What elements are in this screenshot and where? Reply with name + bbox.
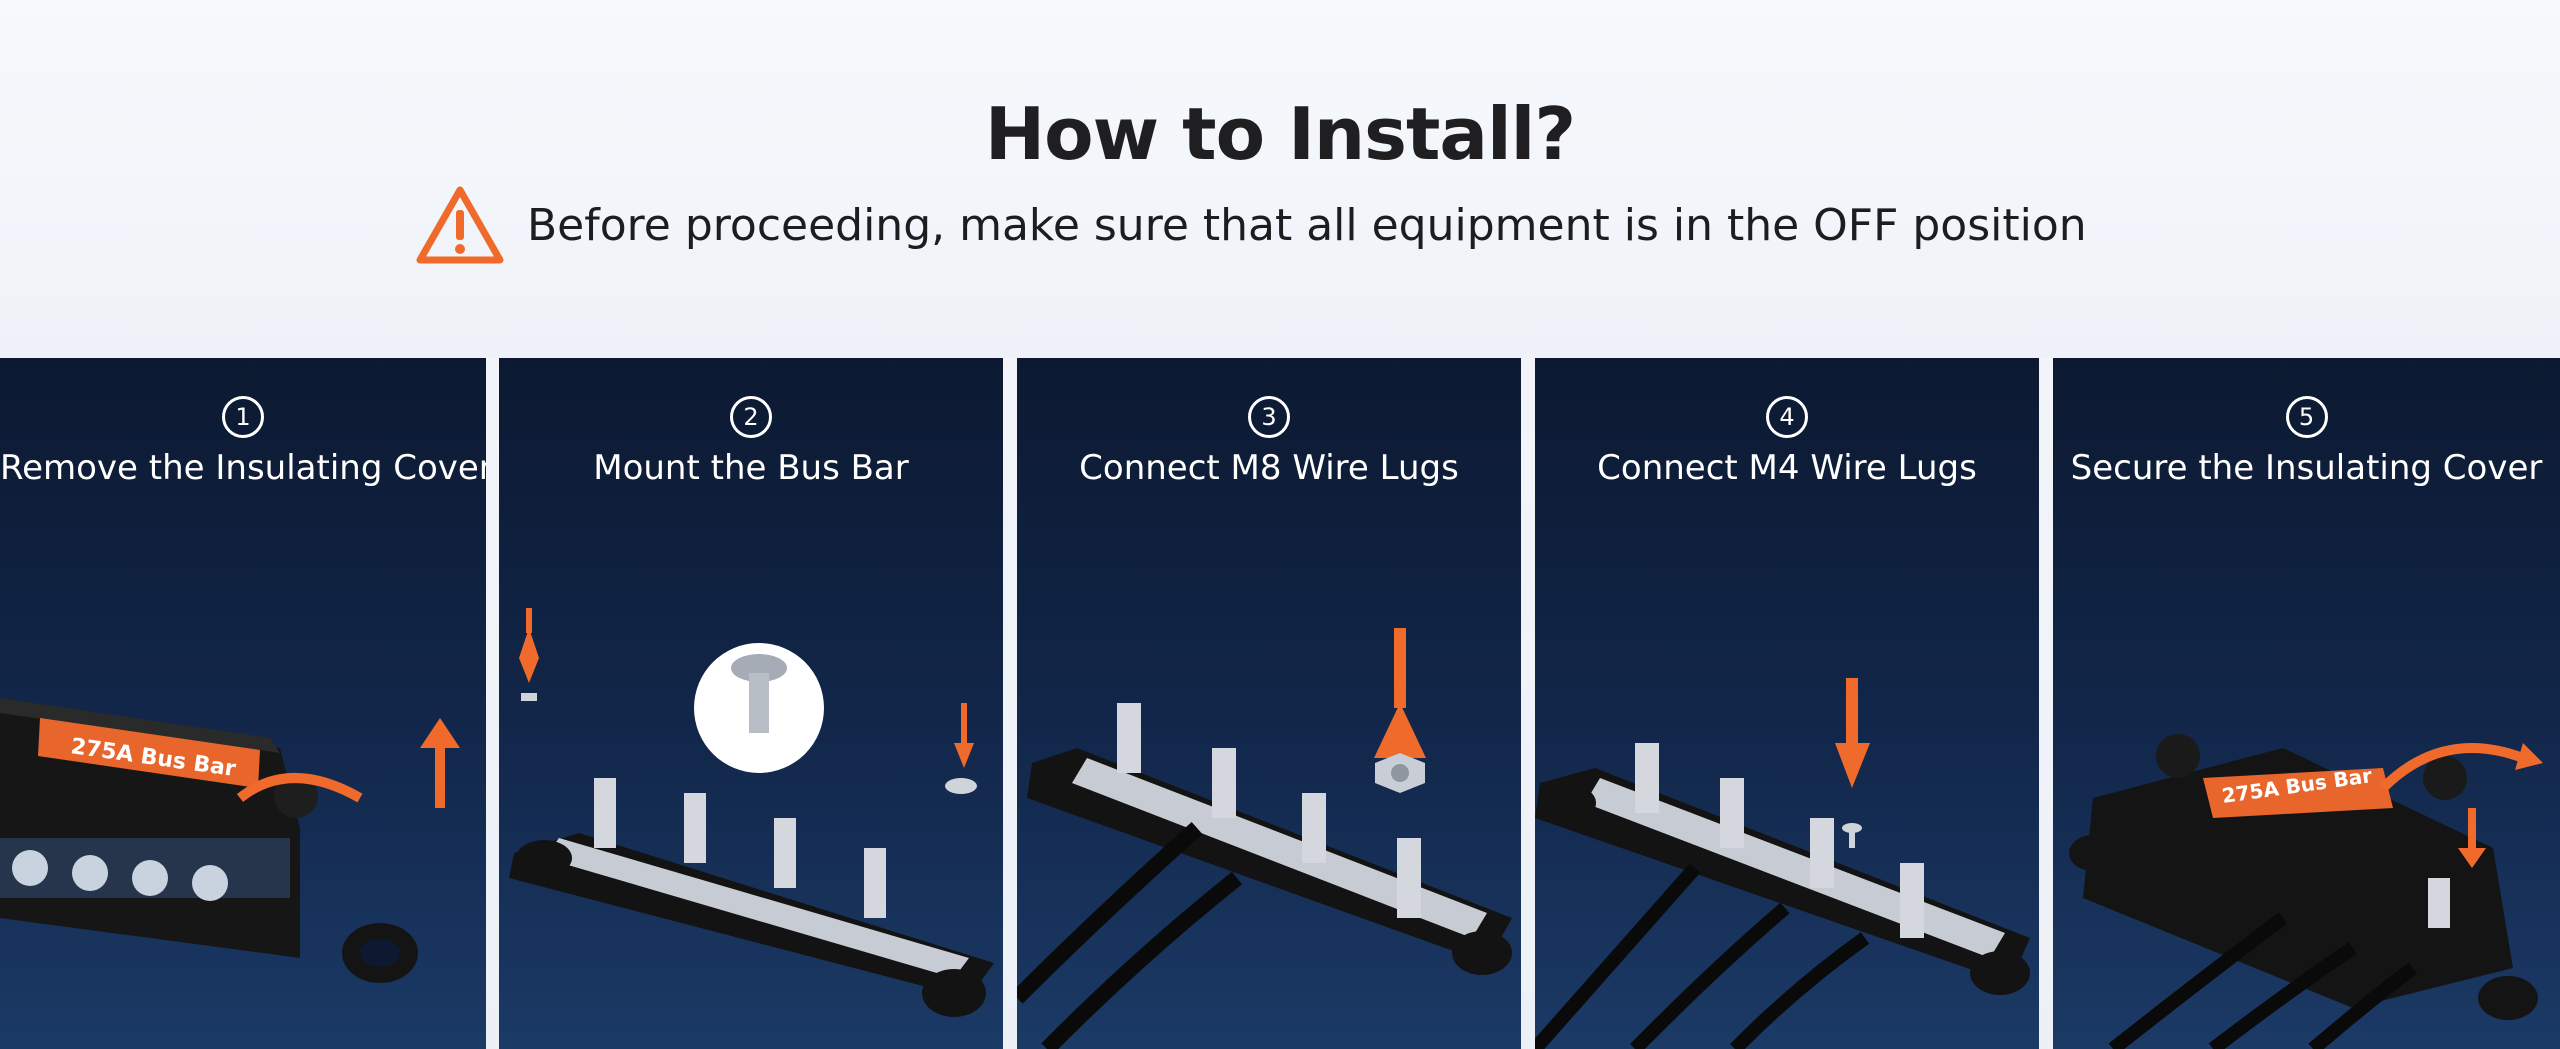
arrow-down-icon	[519, 658, 539, 683]
warning-triangle-icon	[416, 186, 504, 264]
step-number: 1	[222, 396, 264, 438]
header	[0, 0, 2560, 358]
secure-cover-illustration: 275A Bus Bar	[2069, 734, 2543, 1049]
busbar-cover-illustration: 275A Bus Bar	[0, 698, 460, 983]
step-number: 2	[730, 396, 772, 438]
arrow-down-icon	[954, 743, 974, 768]
step-label: Remove the Insulating Cover	[0, 448, 486, 488]
mount-busbar-illustration	[509, 608, 994, 1017]
step-panel-2: 2 Mount the Bus Bar	[499, 358, 1003, 1049]
step-panel-5: 5 Secure the Insulating Cover 275A Bus B…	[2053, 358, 2560, 1049]
arrow-down-icon	[2458, 848, 2486, 868]
step-number: 3	[1248, 396, 1290, 438]
step-label: Mount the Bus Bar	[593, 448, 909, 488]
curved-arrow-icon	[2515, 743, 2543, 770]
arrow-up-icon	[420, 718, 460, 748]
connect-m8-lugs-illustration	[1017, 628, 1512, 1049]
step-number: 4	[1766, 396, 1808, 438]
step-panel-4: 4 Connect M4 Wire Lugs	[1535, 358, 2039, 1049]
step-label: Secure the Insulating Cover	[2070, 448, 2543, 488]
step-panel-1: 1 Remove the Insulating Cover 275A Bus B…	[0, 358, 486, 1049]
arrow-down-icon	[1835, 743, 1870, 788]
step-label: Connect M4 Wire Lugs	[1597, 448, 1977, 488]
page-title: How to Install?	[984, 92, 1576, 176]
arrow-down-icon	[1374, 703, 1426, 758]
step-label: Connect M8 Wire Lugs	[1079, 448, 1459, 488]
step-number: 5	[2285, 396, 2328, 438]
warning-text: Before proceeding, make sure that all eq…	[527, 199, 2087, 251]
warning-banner: Before proceeding, make sure that all eq…	[415, 180, 2087, 270]
step-panel-3: 3 Connect M8 Wire Lugs	[1017, 358, 1521, 1049]
connect-m4-lugs-illustration	[1535, 678, 2030, 1049]
